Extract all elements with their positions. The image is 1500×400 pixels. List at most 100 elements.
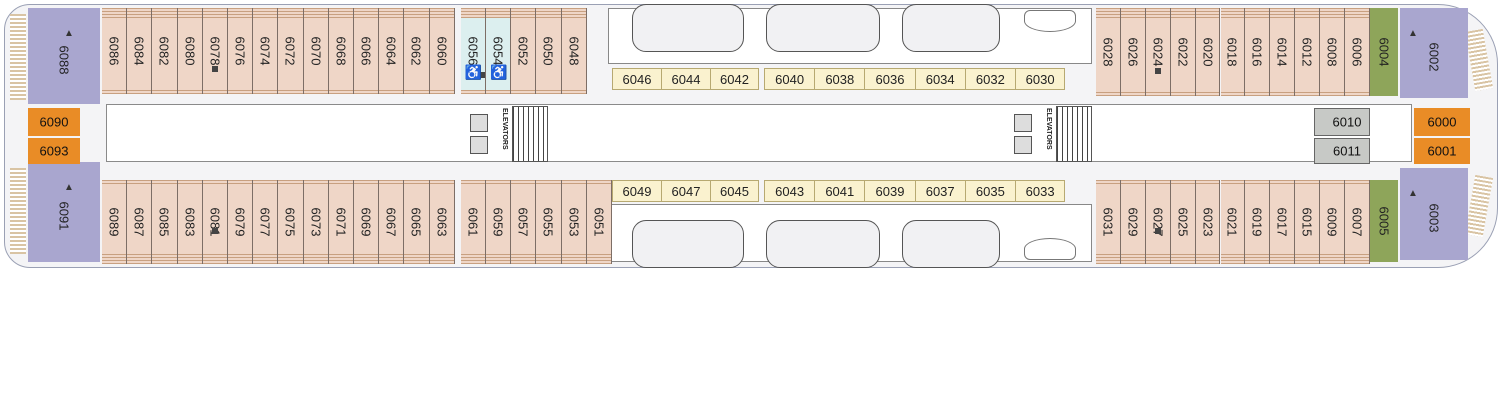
balcony	[1195, 8, 1220, 18]
cabin-6066[interactable]: 6066	[354, 8, 380, 94]
balcony	[278, 8, 303, 18]
cabin-6056[interactable]: 6056♿	[460, 8, 486, 94]
cabin-6032[interactable]: 6032	[964, 68, 1015, 90]
cabin-orange-left-top[interactable]: 6090	[28, 108, 80, 136]
cabin-6015[interactable]: 6015	[1295, 180, 1321, 264]
cabin-6035[interactable]: 6035	[964, 180, 1015, 202]
cabin-6047[interactable]: 6047	[661, 180, 710, 202]
cabin-6030[interactable]: 6030	[1015, 68, 1066, 90]
cabin-6089[interactable]: 6089	[102, 180, 128, 264]
cabin-orange-left-bottom[interactable]: 6093	[28, 138, 80, 164]
cabin-orange-right-bottom[interactable]: 6001	[1414, 138, 1470, 164]
cabin-6064[interactable]: 6064	[379, 8, 405, 94]
cabin-6050[interactable]: 6050	[536, 8, 562, 94]
cabin-corner-top-left[interactable]: ▲ 6088	[28, 8, 100, 104]
cabin-6049[interactable]: 6049	[612, 180, 661, 202]
cabin-6034[interactable]: 6034	[914, 68, 965, 90]
cabin-6012[interactable]: 6012	[1295, 8, 1321, 96]
cabin-corner-top-right[interactable]: ▲ 6002	[1400, 8, 1468, 98]
cabin-6087[interactable]: 6087	[127, 180, 153, 264]
cabin-6079[interactable]: 6079	[228, 180, 254, 264]
cabin-number: 6047	[671, 184, 701, 199]
cabin-6069[interactable]: 6069	[354, 180, 380, 264]
cabin-6022[interactable]: 6022	[1170, 8, 1196, 96]
cabin-6065[interactable]: 6065	[404, 180, 430, 264]
cabin-6016[interactable]: 6016	[1245, 8, 1271, 96]
cabin-6072[interactable]: 6072	[278, 8, 304, 94]
cabin-6027[interactable]: 6027	[1145, 180, 1171, 264]
cabin-6075[interactable]: 6075	[278, 180, 304, 264]
cabin-6073[interactable]: 6073	[303, 180, 329, 264]
cabin-number: 6039	[875, 184, 905, 199]
cabin-6078[interactable]: 6078	[202, 8, 228, 94]
cabin-6023[interactable]: 6023	[1195, 180, 1221, 264]
cabin-6059[interactable]: 6059	[486, 180, 512, 264]
cabin-6025[interactable]: 6025	[1170, 180, 1196, 264]
cabin-6033[interactable]: 6033	[1015, 180, 1066, 202]
cabin-6020[interactable]: 6020	[1195, 8, 1221, 96]
cabin-6051[interactable]: 6051	[586, 180, 612, 264]
cabin-6084[interactable]: 6084	[127, 8, 153, 94]
cabin-6057[interactable]: 6057	[511, 180, 537, 264]
cabin-6017[interactable]: 6017	[1270, 180, 1296, 264]
cabin-orange-right-top[interactable]: 6000	[1414, 108, 1470, 136]
cabin-6074[interactable]: 6074	[253, 8, 279, 94]
cabin-6036[interactable]: 6036	[864, 68, 915, 90]
cabin-6044[interactable]: 6044	[661, 68, 710, 90]
cabin-6038[interactable]: 6038	[814, 68, 865, 90]
cabin-6085[interactable]: 6085	[152, 180, 178, 264]
cabin-number: 6066	[358, 36, 374, 66]
cabin-6041[interactable]: 6041	[814, 180, 865, 202]
cabin-6062[interactable]: 6062	[404, 8, 430, 94]
cabin-number: 6057	[515, 207, 531, 237]
cabin-6061[interactable]: 6061	[460, 180, 486, 264]
cabin-6080[interactable]: 6080	[177, 8, 203, 94]
cabin-6040[interactable]: 6040	[764, 68, 815, 90]
cabin-grey-bottom[interactable]: 6011	[1314, 138, 1370, 164]
cabin-6067[interactable]: 6067	[379, 180, 405, 264]
cabin-6086[interactable]: 6086	[102, 8, 128, 94]
cabin-6008[interactable]: 6008	[1320, 8, 1345, 96]
cabin-6042[interactable]: 6042	[710, 68, 759, 90]
cabin-6029[interactable]: 6029	[1120, 180, 1146, 264]
cabin-6014[interactable]: 6014	[1270, 8, 1296, 96]
cabin-6077[interactable]: 6077	[253, 180, 279, 264]
cabin-6083[interactable]: 6083	[177, 180, 203, 264]
cabin-6046[interactable]: 6046	[612, 68, 661, 90]
cabin-grey-top[interactable]: 6010	[1314, 108, 1370, 136]
cabin-6028[interactable]: 6028	[1096, 8, 1121, 96]
cabin-6063[interactable]: 6063	[429, 180, 455, 264]
cabin-6031[interactable]: 6031	[1096, 180, 1121, 264]
balcony	[1096, 8, 1120, 18]
cabin-6068[interactable]: 6068	[328, 8, 354, 94]
cabin-6060[interactable]: 6060	[429, 8, 455, 94]
cabin-6081[interactable]: 6081	[202, 180, 228, 264]
cabin-6026[interactable]: 6026	[1120, 8, 1146, 96]
cabin-green-top[interactable]: 6004	[1370, 8, 1398, 96]
cabin-6006[interactable]: 6006	[1345, 8, 1370, 96]
cabin-6009[interactable]: 6009	[1320, 180, 1345, 264]
cabin-6054[interactable]: 6054♿	[486, 8, 512, 94]
cabin-6082[interactable]: 6082	[152, 8, 178, 94]
cabin-green-bottom[interactable]: 6005	[1370, 180, 1398, 262]
cabin-corner-bottom-left[interactable]: ▲ 6091	[28, 162, 100, 262]
cabin-6039[interactable]: 6039	[864, 180, 915, 202]
cabin-6053[interactable]: 6053	[561, 180, 587, 264]
cabin-6045[interactable]: 6045	[710, 180, 759, 202]
cabin-6043[interactable]: 6043	[764, 180, 815, 202]
cabin-6037[interactable]: 6037	[914, 180, 965, 202]
balcony-edge	[1096, 180, 1120, 184]
cabin-6076[interactable]: 6076	[228, 8, 254, 94]
wheelchair-icon: ♿	[464, 64, 483, 80]
cabin-6052[interactable]: 6052	[511, 8, 537, 94]
cabin-6055[interactable]: 6055	[536, 180, 562, 264]
cabin-6048[interactable]: 6048	[561, 8, 587, 94]
cabin-6018[interactable]: 6018	[1220, 8, 1246, 96]
cabin-6071[interactable]: 6071	[328, 180, 354, 264]
cabin-6021[interactable]: 6021	[1220, 180, 1246, 264]
cabin-6019[interactable]: 6019	[1245, 180, 1271, 264]
cabin-6070[interactable]: 6070	[303, 8, 329, 94]
cabin-6007[interactable]: 6007	[1345, 180, 1370, 264]
cabin-6024[interactable]: 6024	[1145, 8, 1171, 96]
cabin-corner-bottom-right[interactable]: ▲ 6003	[1400, 168, 1468, 260]
